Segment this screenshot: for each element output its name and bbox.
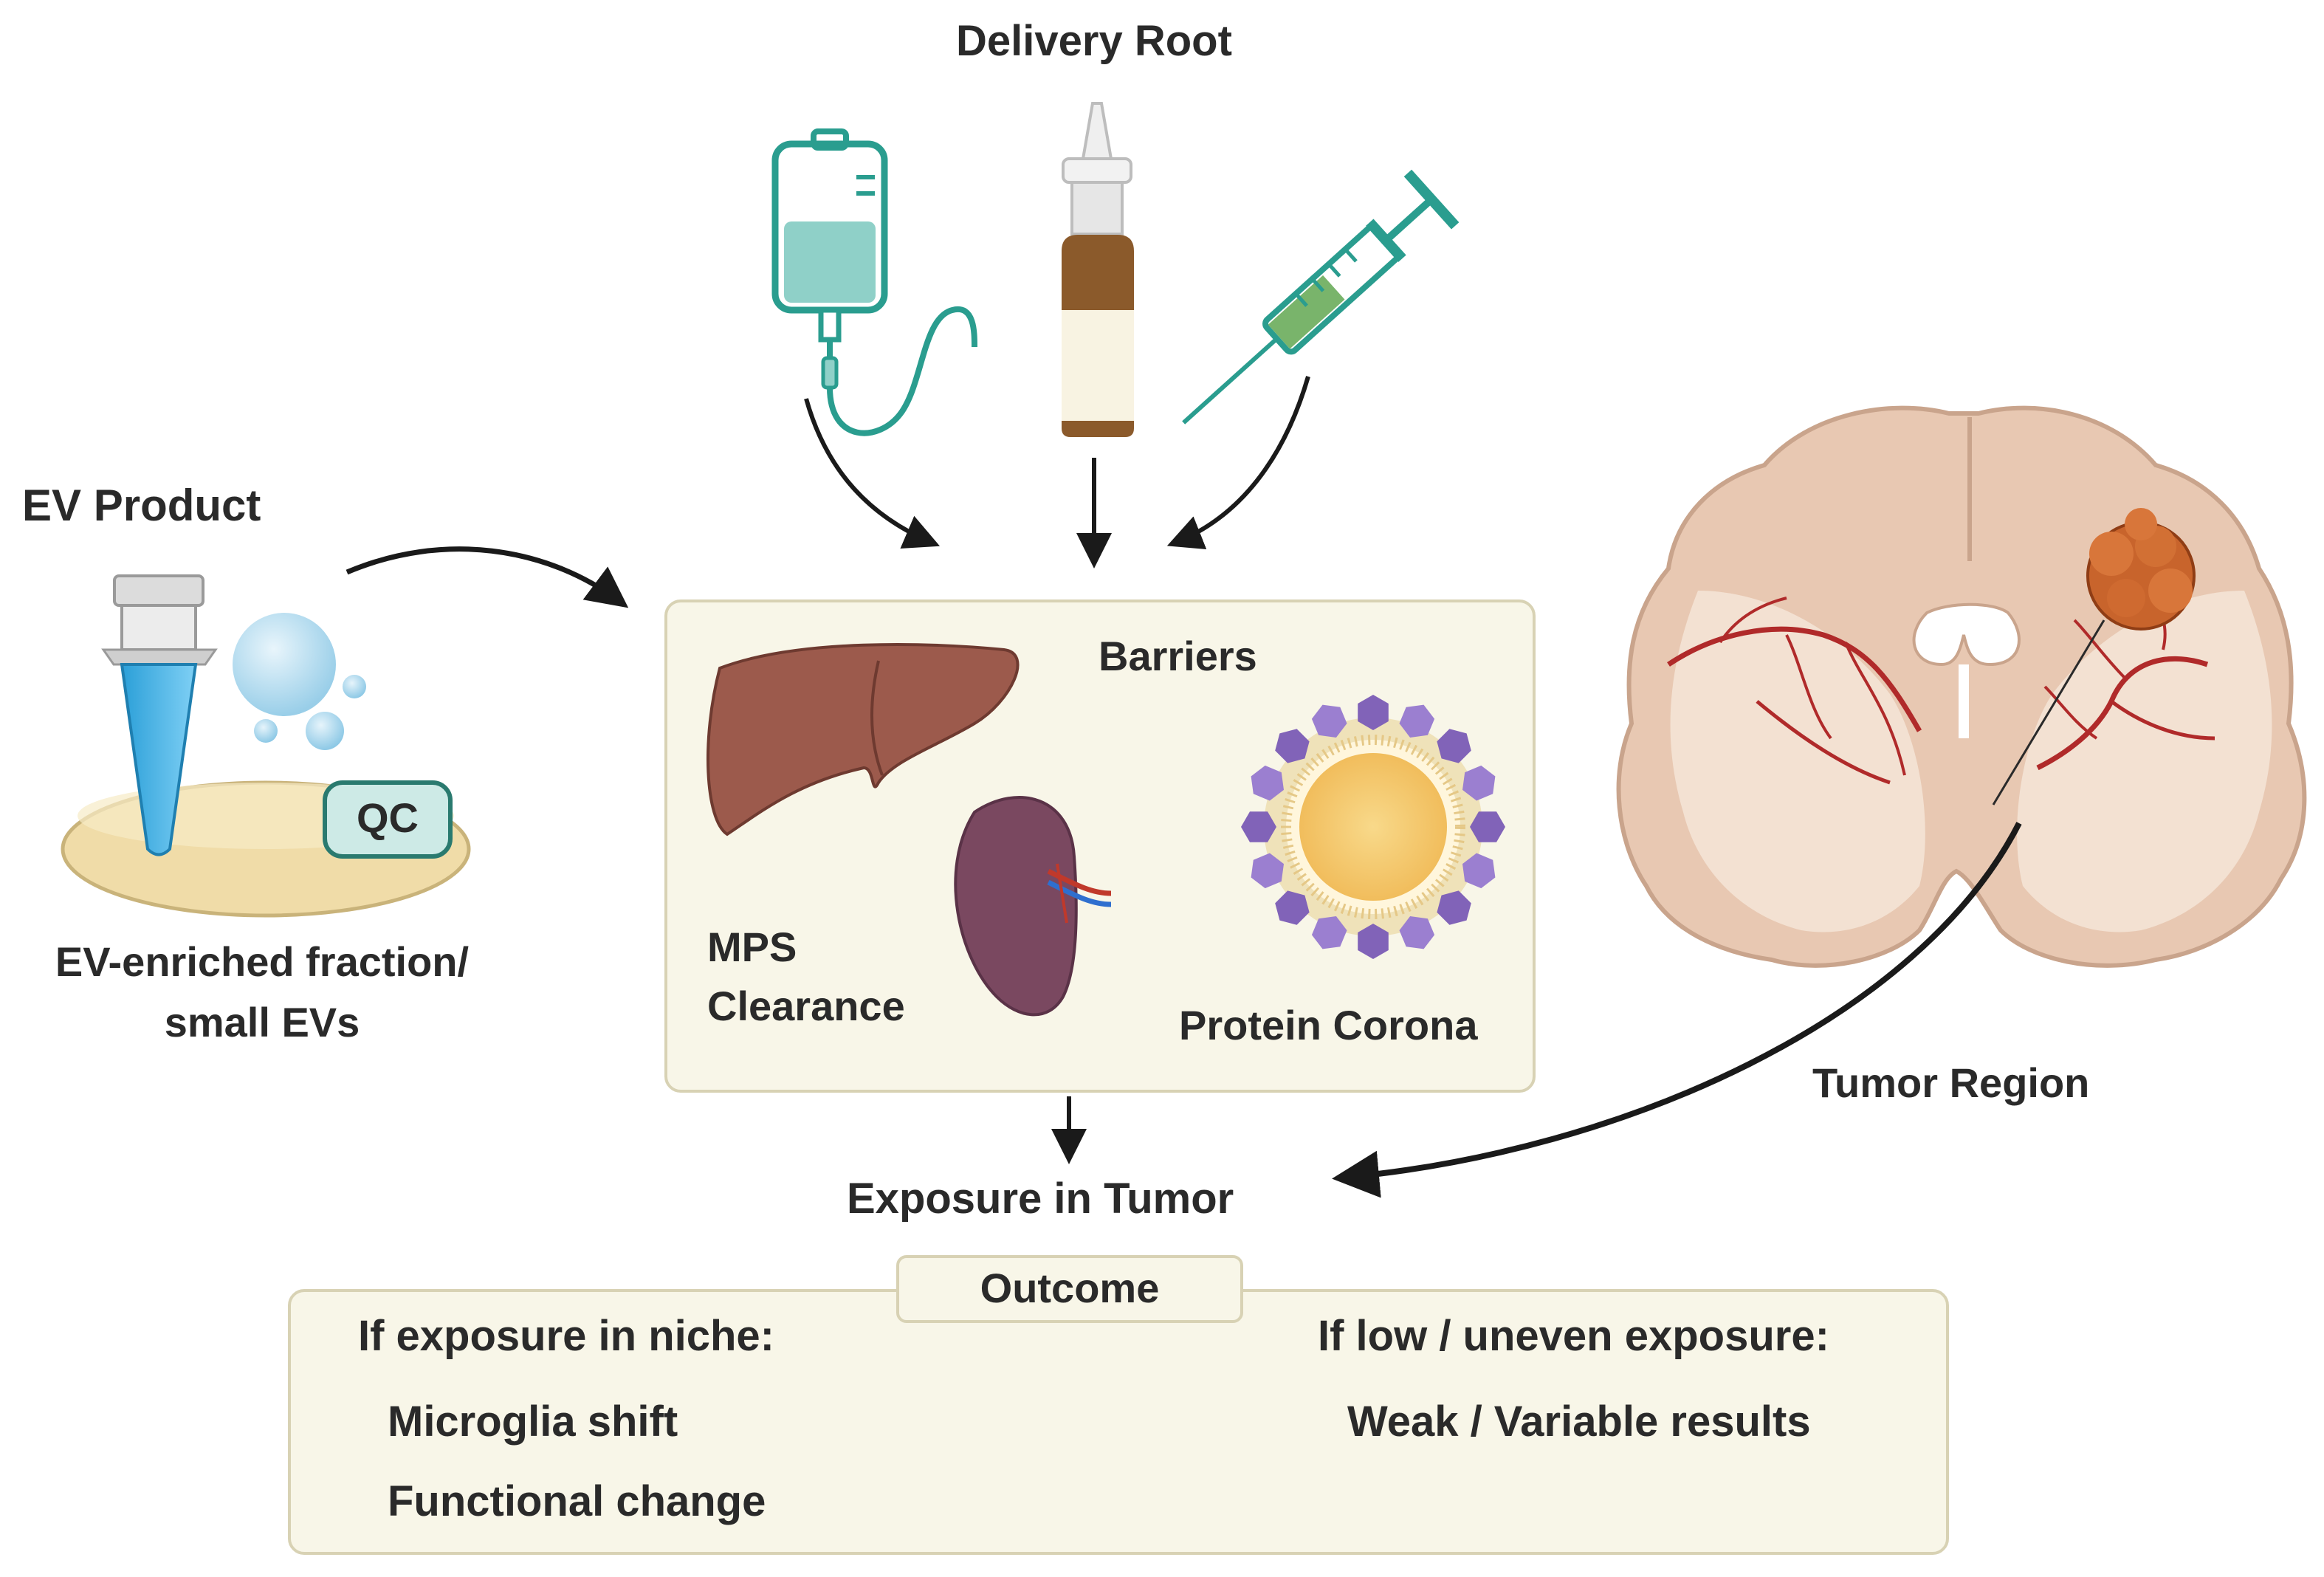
corona-protein	[1470, 811, 1505, 842]
ev-caption-line2: small EVs	[164, 999, 360, 1045]
outcome-title-box	[896, 1255, 1243, 1323]
arrow-tumor-to-exposure	[1332, 822, 2022, 1198]
protein-corona-illustration	[1241, 695, 1505, 959]
syringe-icon	[1182, 169, 1460, 425]
outcome-left-heading: If exposure in niche:	[358, 1312, 774, 1360]
brain-illustration	[1616, 405, 2307, 968]
tumor-region-label: Tumor Region	[1812, 1059, 2090, 1106]
protein-corona-label: Protein Corona	[1179, 1002, 1478, 1048]
corona-protein	[1399, 916, 1435, 949]
mps-label-line1: MPS	[707, 924, 797, 970]
outcome-right-item: Weak / Variable results	[1347, 1398, 1811, 1446]
corona-protein	[1462, 765, 1496, 801]
corona-protein	[1358, 695, 1389, 730]
liver-illustration	[706, 642, 1020, 836]
tumor-mass	[2086, 508, 2196, 631]
corona-protein	[1251, 765, 1284, 801]
corona-protein	[1241, 811, 1276, 842]
arrow-iv-to-barriers	[804, 398, 941, 549]
outcome-left-item: Functional change	[388, 1477, 766, 1525]
corona-protein	[1437, 729, 1471, 763]
corona-protein	[1358, 924, 1389, 959]
barriers-title: Barriers	[1099, 633, 1257, 679]
ev-product-title: EV Product	[22, 481, 261, 530]
corona-protein	[1275, 729, 1310, 763]
corona-protein	[1437, 890, 1471, 925]
arrow-syringe-to-barriers	[1166, 376, 1310, 549]
corona-protein	[1311, 916, 1347, 949]
ev-product-illustration	[61, 574, 471, 918]
arrow-ev-to-barriers	[345, 546, 629, 608]
outcome-left-item: Microglia shift	[388, 1398, 678, 1446]
outcome-title: Outcome	[980, 1265, 1160, 1311]
corona-protein	[1462, 853, 1496, 889]
outcome-right-heading: If low / uneven exposure:	[1318, 1312, 1829, 1360]
corona-protein	[1275, 890, 1310, 925]
delivery-title: Delivery Root	[956, 17, 1232, 65]
corona-protein	[1311, 704, 1347, 738]
mps-label-line2: Clearance	[707, 983, 905, 1029]
nasal-spray-icon	[1062, 102, 1134, 437]
outcome-panel	[288, 1289, 1949, 1555]
exposure-label: Exposure in Tumor	[847, 1175, 1234, 1223]
corona-protein	[1399, 704, 1435, 738]
ev-caption-line1: EV-enriched fraction/	[55, 938, 470, 985]
qc-label: QC	[357, 794, 419, 841]
iv-bag-icon	[771, 128, 977, 436]
spleen-illustration	[954, 796, 1112, 1017]
corona-protein	[1251, 853, 1284, 889]
